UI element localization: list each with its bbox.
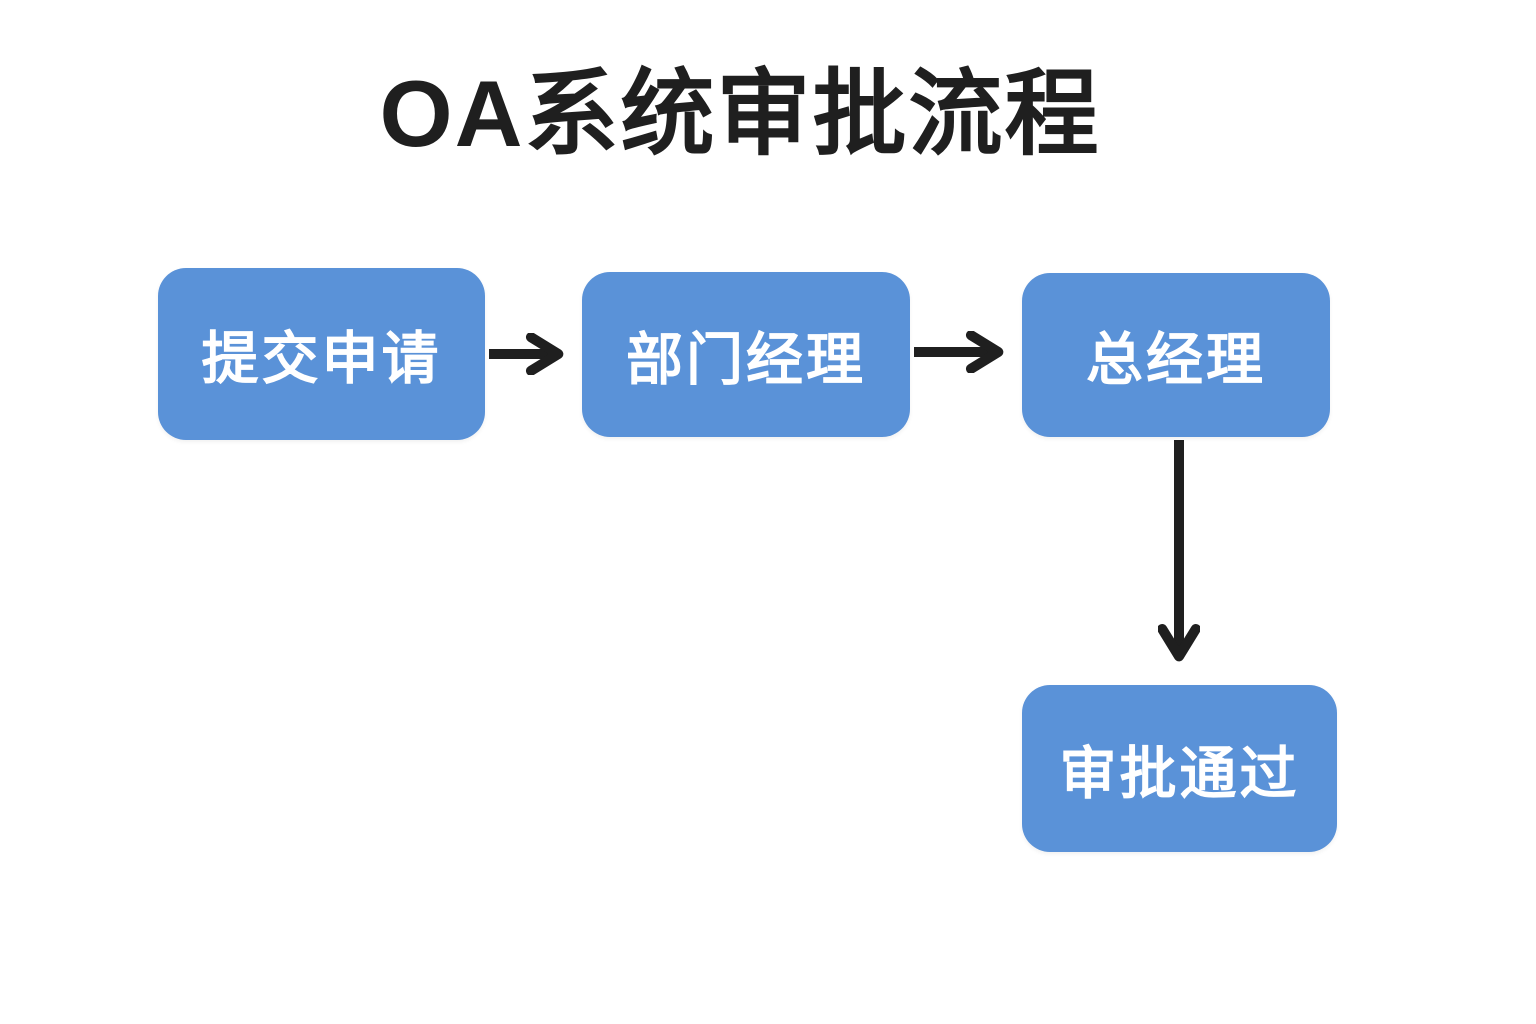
flow-node-label: 审批通过 (1059, 741, 1300, 806)
page-title: OA系统审批流程 (379, 61, 1101, 166)
flow-node-dept-manager: 部门经理 (582, 272, 910, 437)
flow-node-label: 部门经理 (626, 327, 866, 392)
flow-node-label: 提交申请 (201, 327, 442, 391)
flow-node-general-manager: 总经理 (1022, 273, 1330, 437)
flow-node-approved: 审批通过 (1022, 685, 1337, 852)
flow-node-submit: 提交申请 (158, 268, 485, 440)
flow-node-label: 总经理 (1086, 328, 1266, 392)
